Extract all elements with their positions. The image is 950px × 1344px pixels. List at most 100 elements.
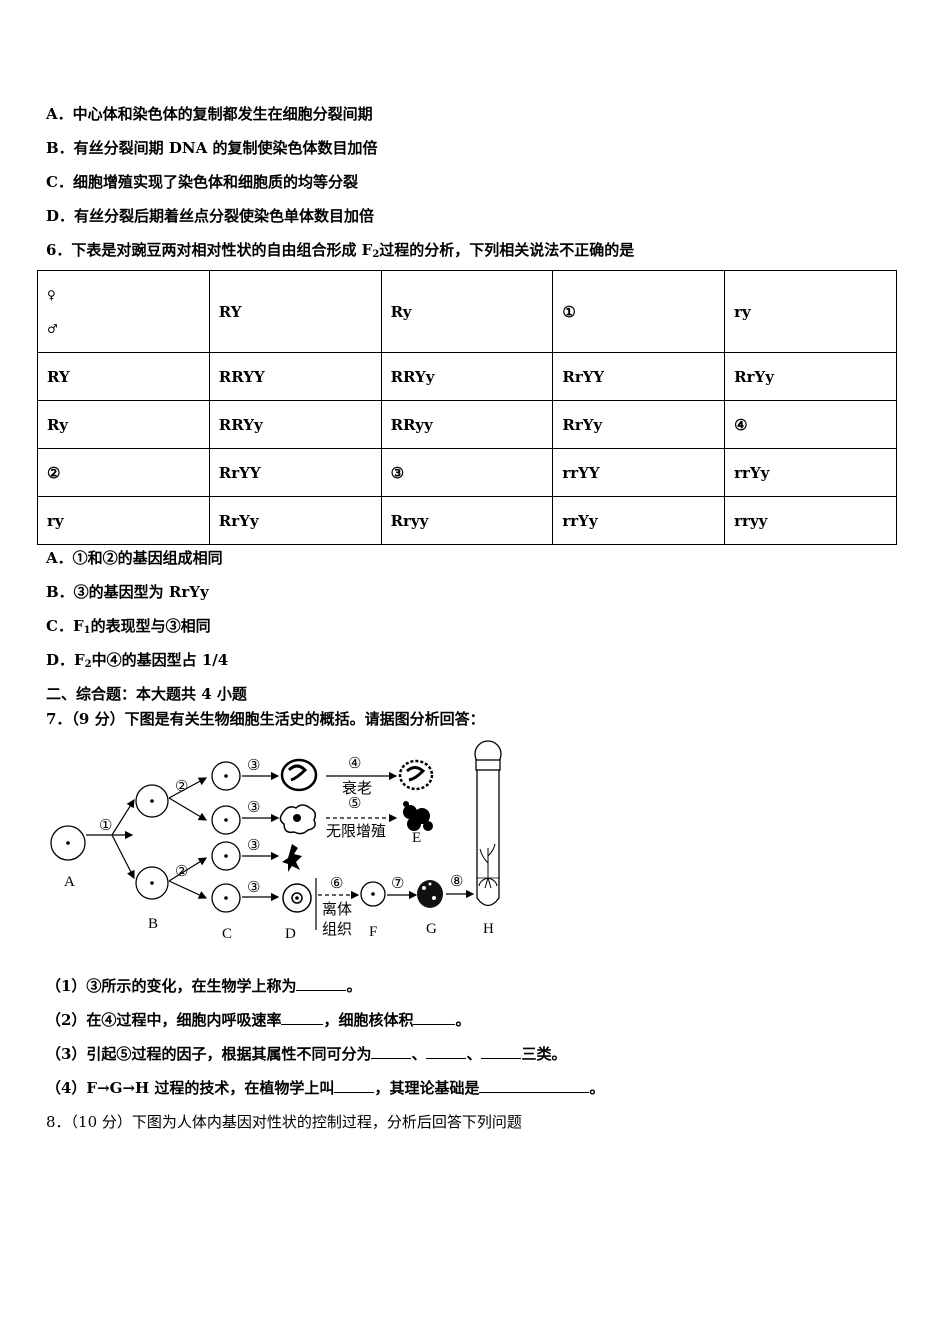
label-c: C — [222, 926, 232, 942]
cell-a — [50, 825, 86, 861]
step-4-label: ④ — [348, 756, 361, 772]
q6-stem: 6．下表是对豌豆两对相对性状的自由组合形成 F2过程的分析，下列相关说法不正确的… — [46, 239, 634, 260]
unlimited-label: 无限增殖 — [326, 823, 386, 840]
table-cell: rrYy — [724, 448, 897, 497]
q6-option-d-suffix: 中④的基因型占 1/4 — [91, 651, 229, 669]
label-e: E — [412, 830, 421, 846]
table-cell: rryy — [724, 496, 897, 545]
table-row: ② RrYY ③ rrYY rrYy — [37, 448, 897, 497]
q6-option-c-suffix: 的表现型与③相同 — [90, 617, 211, 635]
answer-blank[interactable] — [426, 1044, 467, 1059]
header-cell: RY — [208, 270, 382, 353]
table-cell: ④ — [724, 400, 897, 449]
table-cell: RrYy — [208, 496, 382, 545]
answer-blank[interactable] — [413, 1010, 456, 1025]
table-header-row: ♀ ♂ RY Ry ① ry — [37, 270, 897, 353]
table-cell: RRYY — [208, 352, 382, 401]
test-tube-h — [474, 740, 502, 907]
cancer-cells — [403, 801, 433, 831]
answer-blank[interactable] — [481, 1044, 522, 1059]
table-cell: RRYy — [380, 352, 554, 401]
step-3-label-4: ③ — [247, 880, 260, 896]
q6-option-b: B．③的基因型为 RrYy — [46, 583, 209, 601]
q7-sub-3-sep-1: 、 — [411, 1045, 427, 1063]
header-cell: ① — [552, 270, 726, 353]
row-header-cell: Ry — [37, 400, 210, 449]
label-b: B — [148, 916, 158, 932]
table-cell: RrYY — [208, 448, 382, 497]
table-cell: RrYY — [552, 352, 726, 401]
step-3-label-3: ③ — [247, 838, 260, 854]
step-3-label-2: ③ — [247, 800, 260, 816]
q7-sub-2-mid: ，细胞核体积 — [323, 1011, 414, 1029]
cell-b-top — [135, 784, 169, 818]
q6-option-d-prefix: D．F — [46, 651, 85, 669]
step-7-label: ⑦ — [391, 876, 404, 892]
answer-blank[interactable] — [296, 976, 347, 991]
answer-blank[interactable] — [371, 1044, 412, 1059]
label-d: D — [285, 926, 296, 942]
q7-sub-2-prefix: （2）在④过程中，细胞内呼吸速率 — [46, 1011, 282, 1029]
q7-sub-3: （3）引起⑤过程的因子，根据其属性不同可分为 、 、 三类。 — [46, 1043, 567, 1064]
label-a: A — [64, 874, 75, 890]
q7-sub-3-sep-2: 、 — [466, 1045, 482, 1063]
step-1-label: ① — [99, 818, 112, 834]
aged-cell — [398, 759, 434, 791]
male-symbol: ♂ — [47, 321, 58, 336]
q7-sub-4-mid: ，其理论基础是 — [374, 1079, 480, 1097]
cell-life-diagram: ① A B ② ② C ③ ③ ③ ③ D ④ 衰老 ⑤ 无限增殖 — [50, 740, 502, 942]
aging-label: 衰老 — [342, 780, 372, 797]
section-heading: 二、综合题：本大题共 4 小题 — [46, 685, 247, 703]
isolated-label-1: 离体 — [322, 901, 352, 918]
table-cell: RrYy — [552, 400, 726, 449]
step-6-label: ⑥ — [330, 876, 343, 892]
q6-option-d: D．F2中④的基因型占 1/4 — [46, 649, 228, 670]
table-cell: ③ — [380, 448, 554, 497]
q5-option-d: D．有丝分裂后期着丝点分裂使染色单体数目加倍 — [46, 207, 375, 225]
q5-option-c: C．细胞增殖实现了染色体和细胞质的均等分裂 — [46, 173, 358, 191]
q7-sub-2-suffix: 。 — [455, 1011, 471, 1029]
q7-sub-1: （1）③所示的变化，在生物学上称为。 — [46, 975, 361, 996]
q5-option-b: B．有丝分裂间期 DNA 的复制使染色体数目加倍 — [46, 139, 378, 157]
table-cell: RrYy — [724, 352, 897, 401]
genotype-table: ♀ ♂ RY Ry ① ry RY RRYY RRYy RrYY RrYy Ry… — [37, 270, 897, 545]
q7-sub-4: （4）F→G→H 过程的技术，在植物学上叫 ，其理论基础是 。 — [46, 1077, 604, 1098]
q5-option-a: A．中心体和染色体的复制都发生在细胞分裂间期 — [46, 105, 373, 123]
q6-stem-sub: 2 — [372, 249, 380, 260]
q7-sub-1-prefix: （1）③所示的变化，在生物学上称为 — [46, 977, 297, 995]
q6-stem-suffix: 过程的分析，下列相关说法不正确的是 — [379, 241, 635, 259]
q7-sub-4-suffix: 。 — [589, 1079, 605, 1097]
table-cell: RRyy — [380, 400, 554, 449]
label-f: F — [369, 924, 377, 940]
step-8-label: ⑧ — [450, 874, 463, 890]
q6-stem-prefix: 6．下表是对豌豆两对相对性状的自由组合形成 F — [46, 241, 373, 259]
label-g: G — [426, 921, 437, 937]
row-header-cell: ry — [37, 496, 210, 545]
table-cell: rrYy — [552, 496, 726, 545]
row-header-cell: ② — [37, 448, 210, 497]
label-h: H — [483, 921, 494, 937]
q7-sub-3-prefix: （3）引起⑤过程的因子，根据其属性不同可分为 — [46, 1045, 372, 1063]
step-3-label-1: ③ — [247, 758, 260, 774]
q7-sub-3-suffix: 三类。 — [521, 1045, 567, 1063]
q7-sub-4-prefix: （4）F→G→H 过程的技术，在植物学上叫 — [46, 1079, 335, 1097]
female-symbol: ♀ — [47, 287, 56, 302]
table-cell: rrYY — [552, 448, 726, 497]
answer-blank[interactable] — [479, 1078, 590, 1093]
table-corner-cell: ♀ ♂ — [37, 270, 210, 353]
q7-stem: 7．（9 分）下图是有关生物细胞生活史的概括。请据图分析回答： — [46, 710, 485, 728]
table-row: RY RRYY RRYy RrYY RrYy — [37, 352, 897, 401]
answer-blank[interactable] — [281, 1010, 324, 1025]
callus-g — [417, 880, 443, 908]
step-5-label: ⑤ — [348, 796, 361, 812]
answer-blank[interactable] — [334, 1078, 375, 1093]
step-2-bottom-label: ② — [175, 864, 188, 880]
q8-stem: 8．（10 分）下图为人体内基因对性状的控制过程，分析后回答下列问题 — [46, 1113, 522, 1131]
q6-option-c-prefix: C．F — [46, 617, 84, 635]
q6-option-d-sub: 2 — [84, 659, 92, 670]
table-cell: Rryy — [380, 496, 554, 545]
header-cell: Ry — [380, 270, 554, 353]
q6-option-c-sub: 1 — [83, 625, 91, 636]
q6-option-c: C．F1的表现型与③相同 — [46, 615, 211, 636]
table-row: Ry RRYy RRyy RrYy ④ — [37, 400, 897, 449]
